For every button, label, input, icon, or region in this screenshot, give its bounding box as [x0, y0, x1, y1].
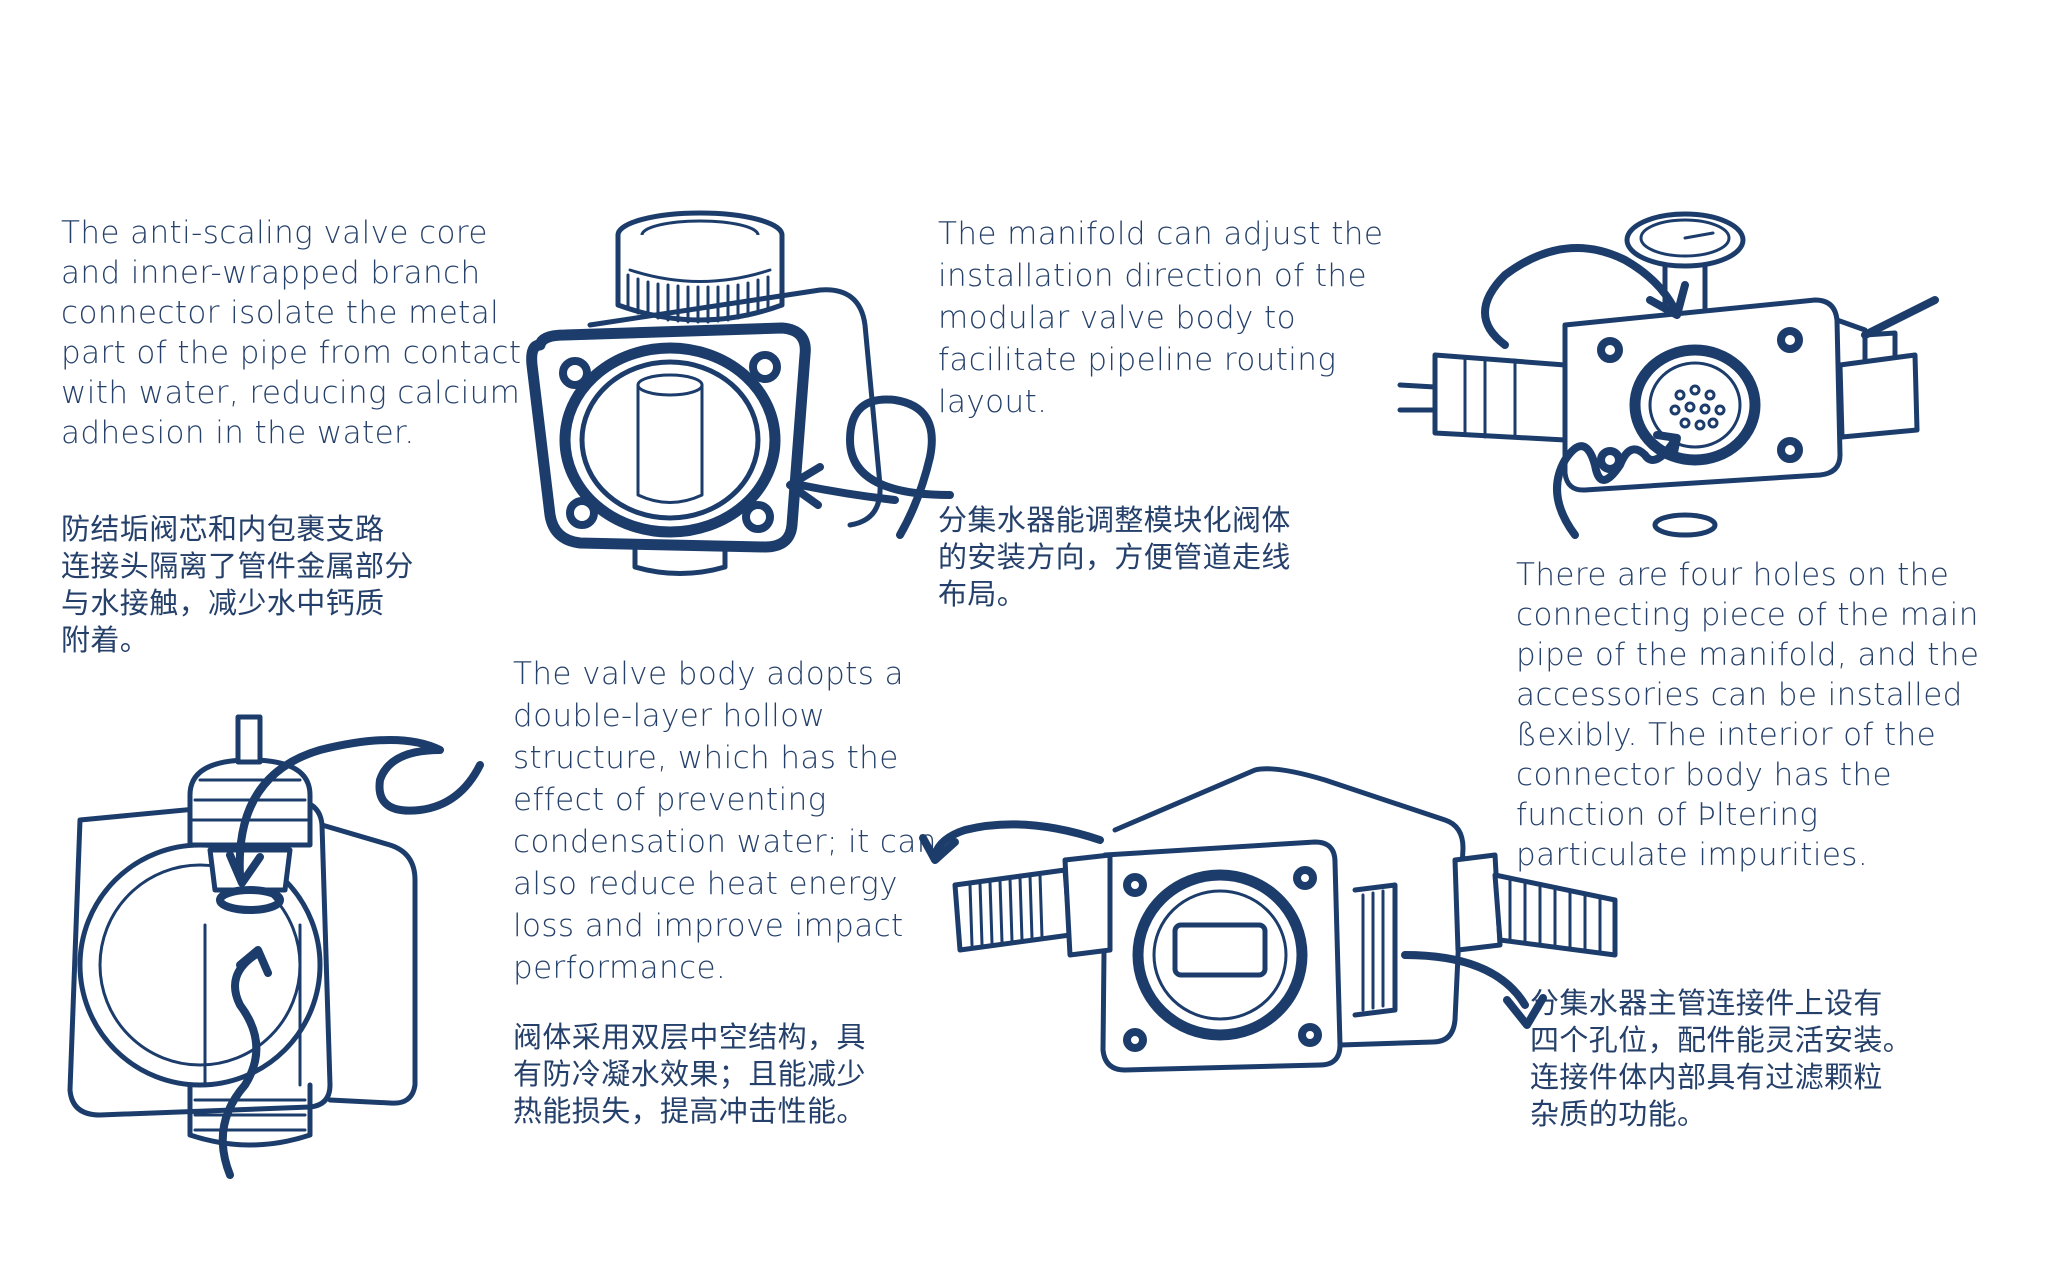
- manifold-direction-en-text: The manifold can adjust the installation…: [938, 216, 1384, 420]
- spiral-arrow-icon: [1553, 436, 1679, 539]
- left-arrow-icon: [931, 820, 1104, 859]
- pressure-gauge-icon: [1624, 211, 1746, 313]
- anti-scaling-zh-text: 防结垢阀芯和内包裹支路 连接头隔离了管件金属部分 与水接触，减少水中钙质 附着。: [61, 512, 414, 657]
- manifold-gauge-illustration: [1397, 211, 1939, 539]
- loop-arrow-icon: [796, 395, 954, 539]
- curved-arrow-icon: [1481, 244, 1679, 349]
- four-holes-zh-text: 分集水器主管连接件上设有 四个孔位，配件能灵活安装。 连接件体内部具有过滤颗粒 …: [1530, 986, 1913, 1131]
- anti-scaling-en-text: The anti-scaling valve core and inner-wr…: [61, 215, 522, 451]
- downward-arrow-icon: [235, 736, 484, 879]
- manifold-direction-zh-text: 分集水器能调整模块化阀体 的安装方向，方便管道走线 布局。: [938, 503, 1291, 611]
- four-holes-en-text: There are four holes on the connecting p…: [1516, 557, 1980, 873]
- upward-arrow-icon: [218, 951, 261, 1179]
- right-arrow-icon: [1401, 951, 1529, 1009]
- valve-cutaway-illustration: [67, 714, 484, 1179]
- double-layer-zh-text: 阀体采用双层中空结构，具 有防冷凝水效果；且能减少 热能损失，提高冲击性能。: [513, 1020, 866, 1128]
- valve-body-cap-illustration: [526, 210, 954, 576]
- valve-cap-icon: [615, 210, 785, 324]
- filter-module-illustration: [919, 766, 1618, 1073]
- double-layer-en-text: The valve body adopts a double-layer hol…: [513, 656, 937, 986]
